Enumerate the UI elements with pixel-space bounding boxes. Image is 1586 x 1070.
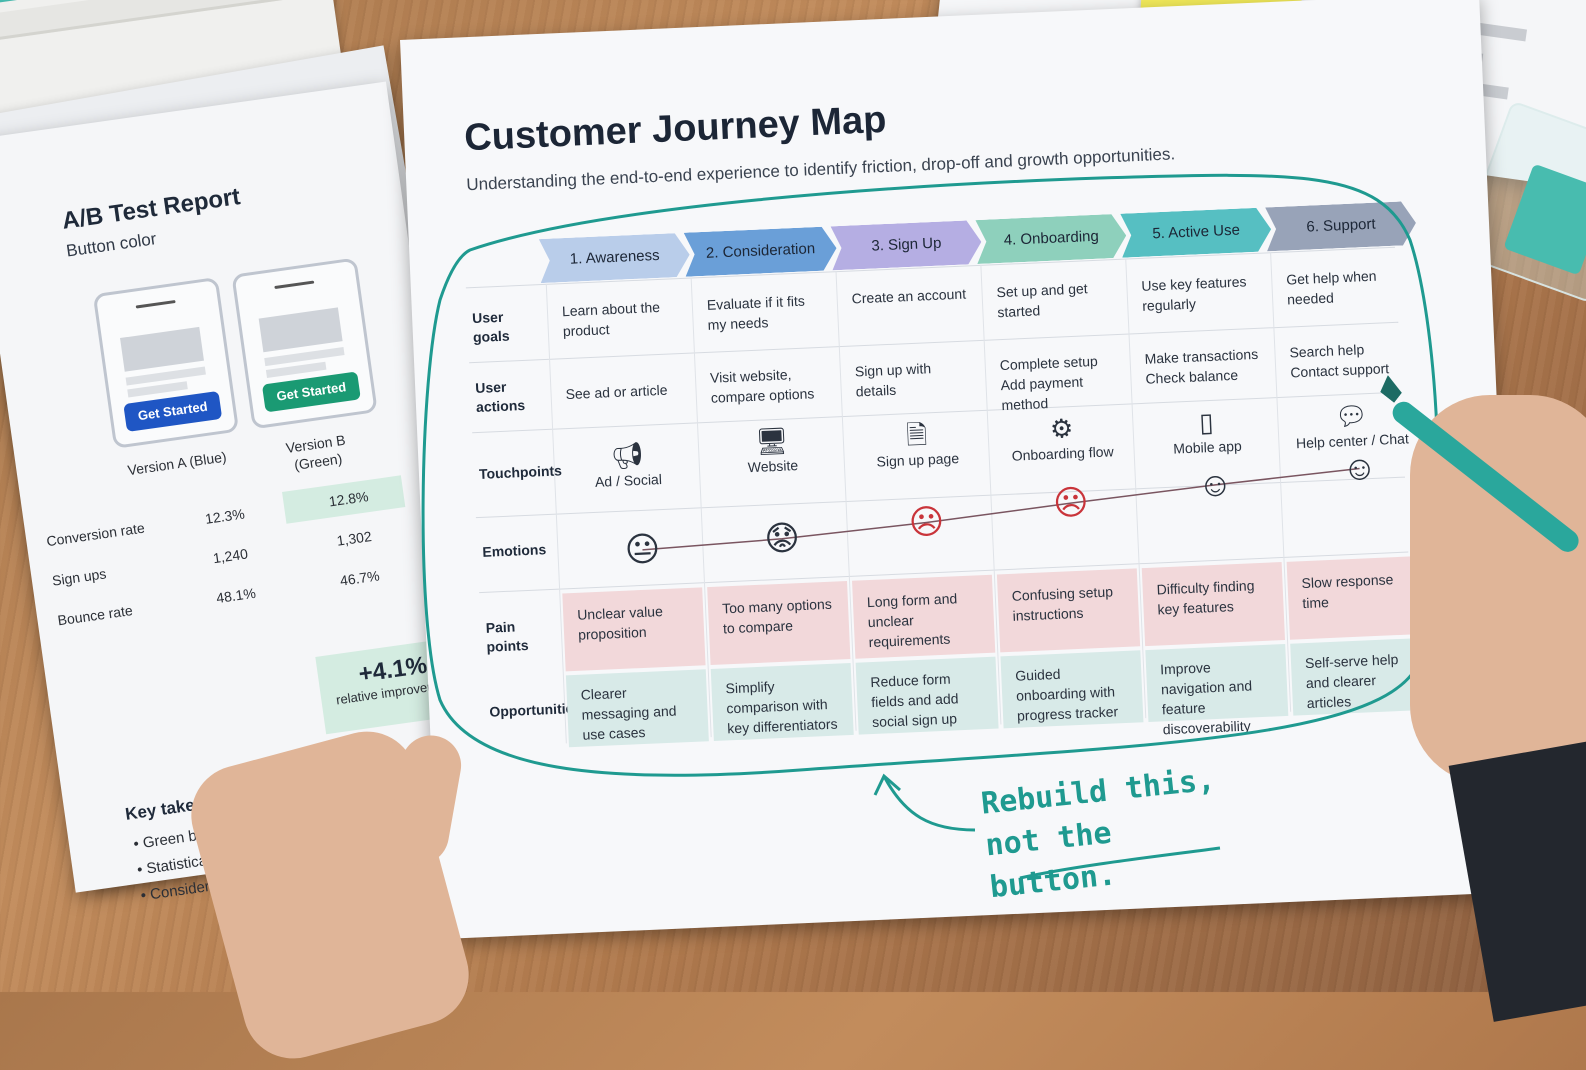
arrow-annotation [883,777,976,832]
arrow-head [873,773,901,796]
journey-map-sheet: Customer Journey Map Understanding the e… [400,0,1519,940]
underline-annotation [1019,846,1221,880]
right-hand [1410,395,1586,785]
marker-annotations [421,173,1440,880]
circle-annotation [421,173,1440,777]
emotion-curve [642,467,1360,551]
